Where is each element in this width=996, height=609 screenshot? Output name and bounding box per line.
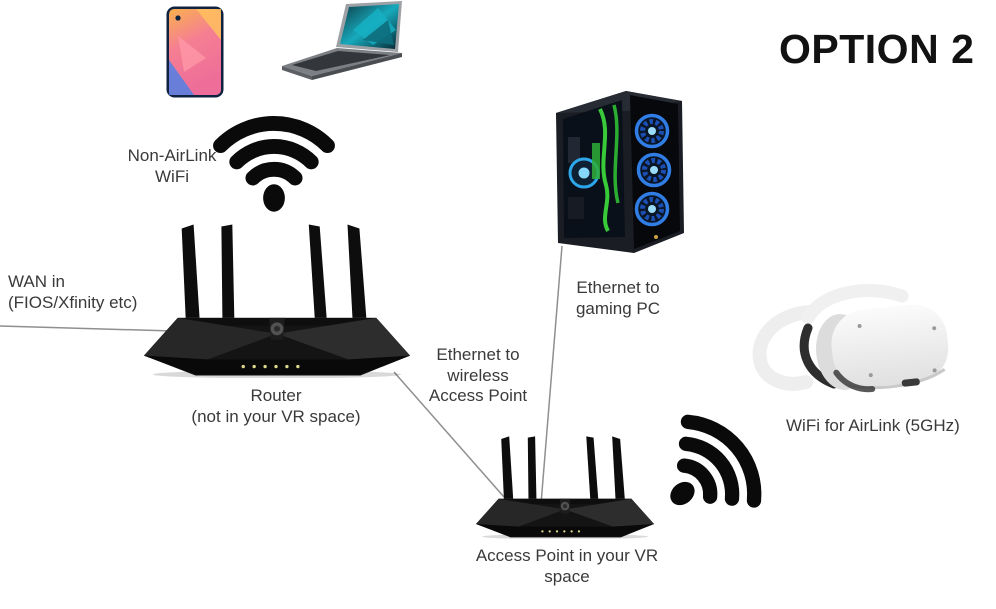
access-point-icon: [472, 432, 658, 539]
gaming-pc-icon: [548, 85, 695, 260]
laptop-icon: [268, 0, 406, 84]
airlink-wifi-icon: [640, 382, 795, 547]
non-airlink-wifi-icon: [205, 88, 343, 214]
non-airlink-wifi-label: Non-AirLink WiFi: [127, 146, 217, 186]
router-icon: [138, 218, 416, 378]
wifi-airlink-label: WiFi for AirLink (5GHz): [786, 416, 960, 435]
ethernet-access-point-label: Ethernet to wireless Access Point: [428, 345, 528, 406]
wan-in-label: WAN in (FIOS/Xfinity etc): [8, 272, 138, 312]
access-point-label: Access Point in your VR space: [475, 546, 659, 586]
router-label: Router (not in your VR space): [191, 386, 361, 426]
page-title: OPTION 2: [779, 26, 975, 72]
ethernet-gaming-pc-label: Ethernet to gaming PC: [575, 278, 661, 318]
smartphone-icon: [166, 6, 224, 98]
vr-headset-icon: [750, 284, 952, 400]
